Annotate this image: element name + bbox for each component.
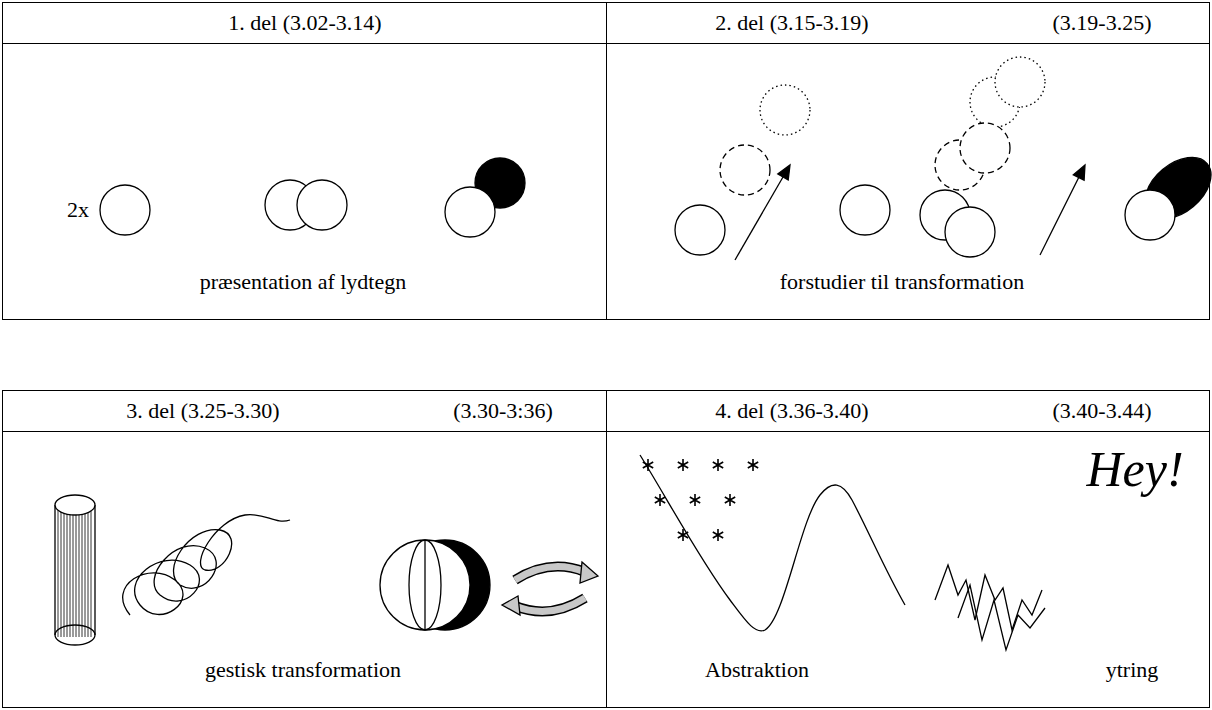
section-panel: 4. del (3.36-3.40) (3.40-3.44) Abstraktion…: [606, 390, 1210, 708]
section-panel: 3. del (3.25-3.30) (3.30-3:36) gestisk tra…: [2, 390, 607, 708]
section-caption: forstudier til transformation: [780, 269, 1024, 295]
section-heading: (3.40-3.44): [1053, 398, 1152, 424]
section-heading: 4. del (3.36-3.40): [715, 398, 868, 424]
asterisks: [643, 459, 758, 541]
arrow: [735, 165, 1085, 260]
section-caption: ytring: [1106, 657, 1159, 683]
section-caption: Abstraktion: [705, 657, 809, 683]
section-heading: (3.30-3:36): [453, 398, 553, 424]
sound-sign-circles: [100, 57, 1212, 257]
section-heading: 3. del (3.25-3.30): [126, 398, 279, 424]
repeat-label: 2x: [67, 197, 89, 223]
section-caption: gestisk transformation: [205, 657, 401, 683]
utterance-text: Hey!: [1086, 440, 1183, 498]
section-panel: 2. del (3.15-3.19) (3.19-3.25) forstudier …: [606, 2, 1210, 320]
section-caption: præsentation af lydtegn: [200, 269, 407, 295]
gesture-figures: [55, 495, 598, 645]
waveform: [640, 455, 1045, 650]
section-heading: (3.19-3.25): [1053, 10, 1152, 36]
section-panel: 1. del (3.02-3.14) præsentation af lydteg…: [2, 2, 607, 320]
section-heading: 1. del (3.02-3.14): [228, 10, 381, 36]
section-heading: 2. del (3.15-3.19): [715, 10, 868, 36]
